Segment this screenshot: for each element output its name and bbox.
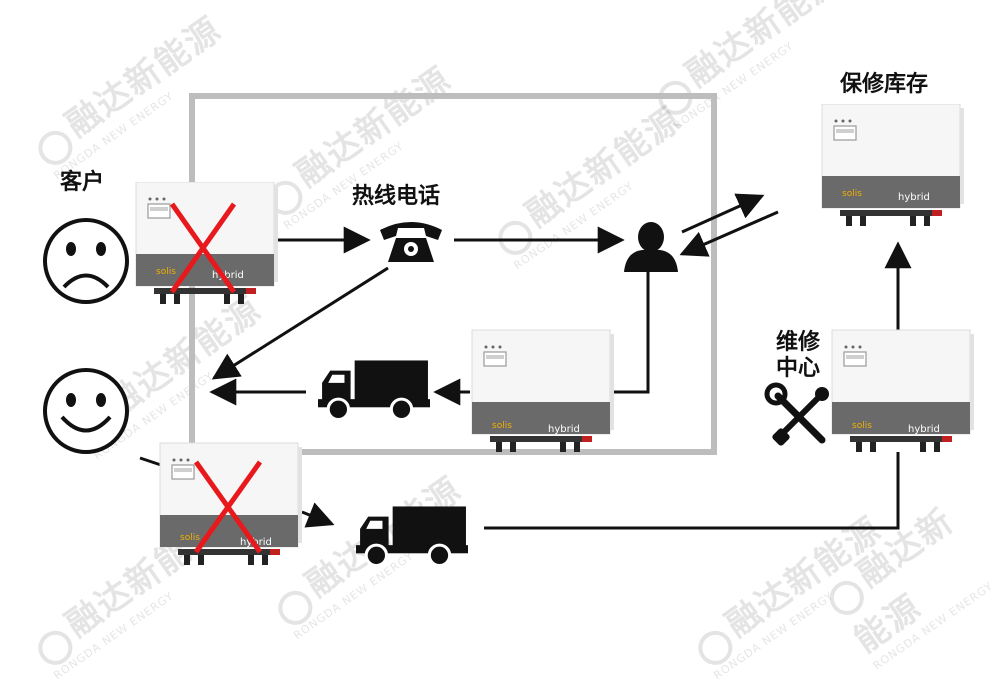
line-agent-to-replacement: [612, 266, 650, 394]
inverter-model: hybrid: [212, 270, 244, 281]
arrow-hotline-to-customer: [211, 266, 389, 380]
fault-cross-icon: [193, 460, 263, 554]
arrow-stock-to-agent: [679, 210, 779, 257]
truck-icon: [318, 360, 430, 422]
repair-center-label-line1: 维修: [776, 330, 821, 355]
tools-icon: [764, 382, 829, 446]
customer-label: 客户: [60, 170, 105, 195]
inverter-brand: solis: [852, 421, 872, 431]
inverter-repair: solis hybrid: [831, 329, 975, 453]
inverter-model: hybrid: [898, 192, 930, 203]
inverter-brand: solis: [180, 533, 200, 543]
inverter-brand: solis: [842, 189, 862, 199]
telephone-icon: [380, 222, 442, 262]
line-truck-to-repair: [484, 452, 900, 530]
inverter-stock: solis hybrid: [821, 104, 965, 227]
spare-stock-label: 保修库存: [840, 72, 929, 97]
inverter-model: hybrid: [548, 424, 580, 435]
inverter-faulty-shipped: solis hybrid: [159, 442, 303, 566]
repair-center-label-line2: 中心: [776, 356, 821, 381]
inverter-replacement: solis hybrid: [471, 329, 615, 453]
inverter-brand: solis: [156, 267, 176, 277]
person-icon: [624, 222, 678, 272]
diagram-canvas: solis hybrid solis hybrid solis hybrid s…: [43, 93, 975, 568]
fault-cross-icon: [169, 202, 237, 294]
inverter-model: hybrid: [908, 424, 940, 435]
hotline-label: 热线电话: [352, 184, 441, 209]
smile-face-icon: [43, 368, 129, 454]
sad-face-icon: [43, 218, 129, 304]
inverter-faulty-customer: solis hybrid: [135, 182, 279, 305]
inverter-brand: solis: [492, 421, 512, 431]
truck-icon: [356, 506, 468, 568]
arrow-faulty-to-truck: [301, 502, 335, 528]
arrow-agent-to-stock: [681, 193, 765, 234]
